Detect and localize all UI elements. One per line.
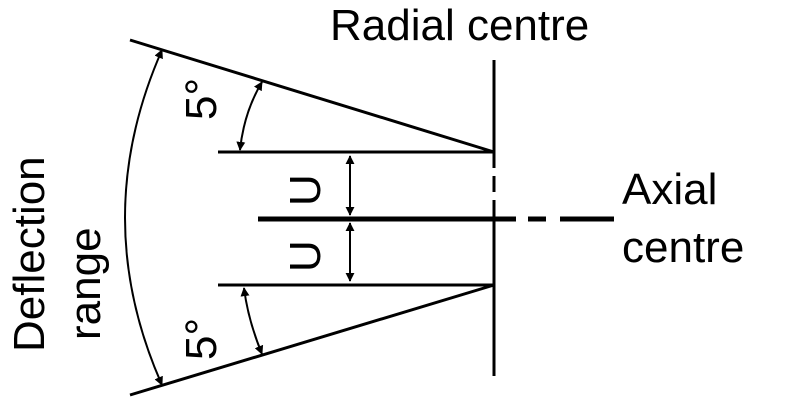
deflection-label-line2: range [61,227,110,340]
upper-angle-arrow [236,81,263,151]
upper-angle-label: 5° [177,78,226,120]
deflection-label-line1: Deflection [5,156,54,352]
lower-angle-arrow [240,287,264,355]
lower-deflection-line [129,283,495,397]
axial-centre-label-line1: Axial [622,165,717,214]
lower-angle-label: 5° [177,318,226,360]
lower-offset-u-label: U [281,240,330,272]
upper-offset-u-label: U [281,174,330,206]
radial-centre-label: Radial centre [330,1,589,50]
deflection-range-arc [124,49,163,386]
upper-deflection-line [129,38,495,154]
axial-centre-label-line2: centre [622,223,744,272]
